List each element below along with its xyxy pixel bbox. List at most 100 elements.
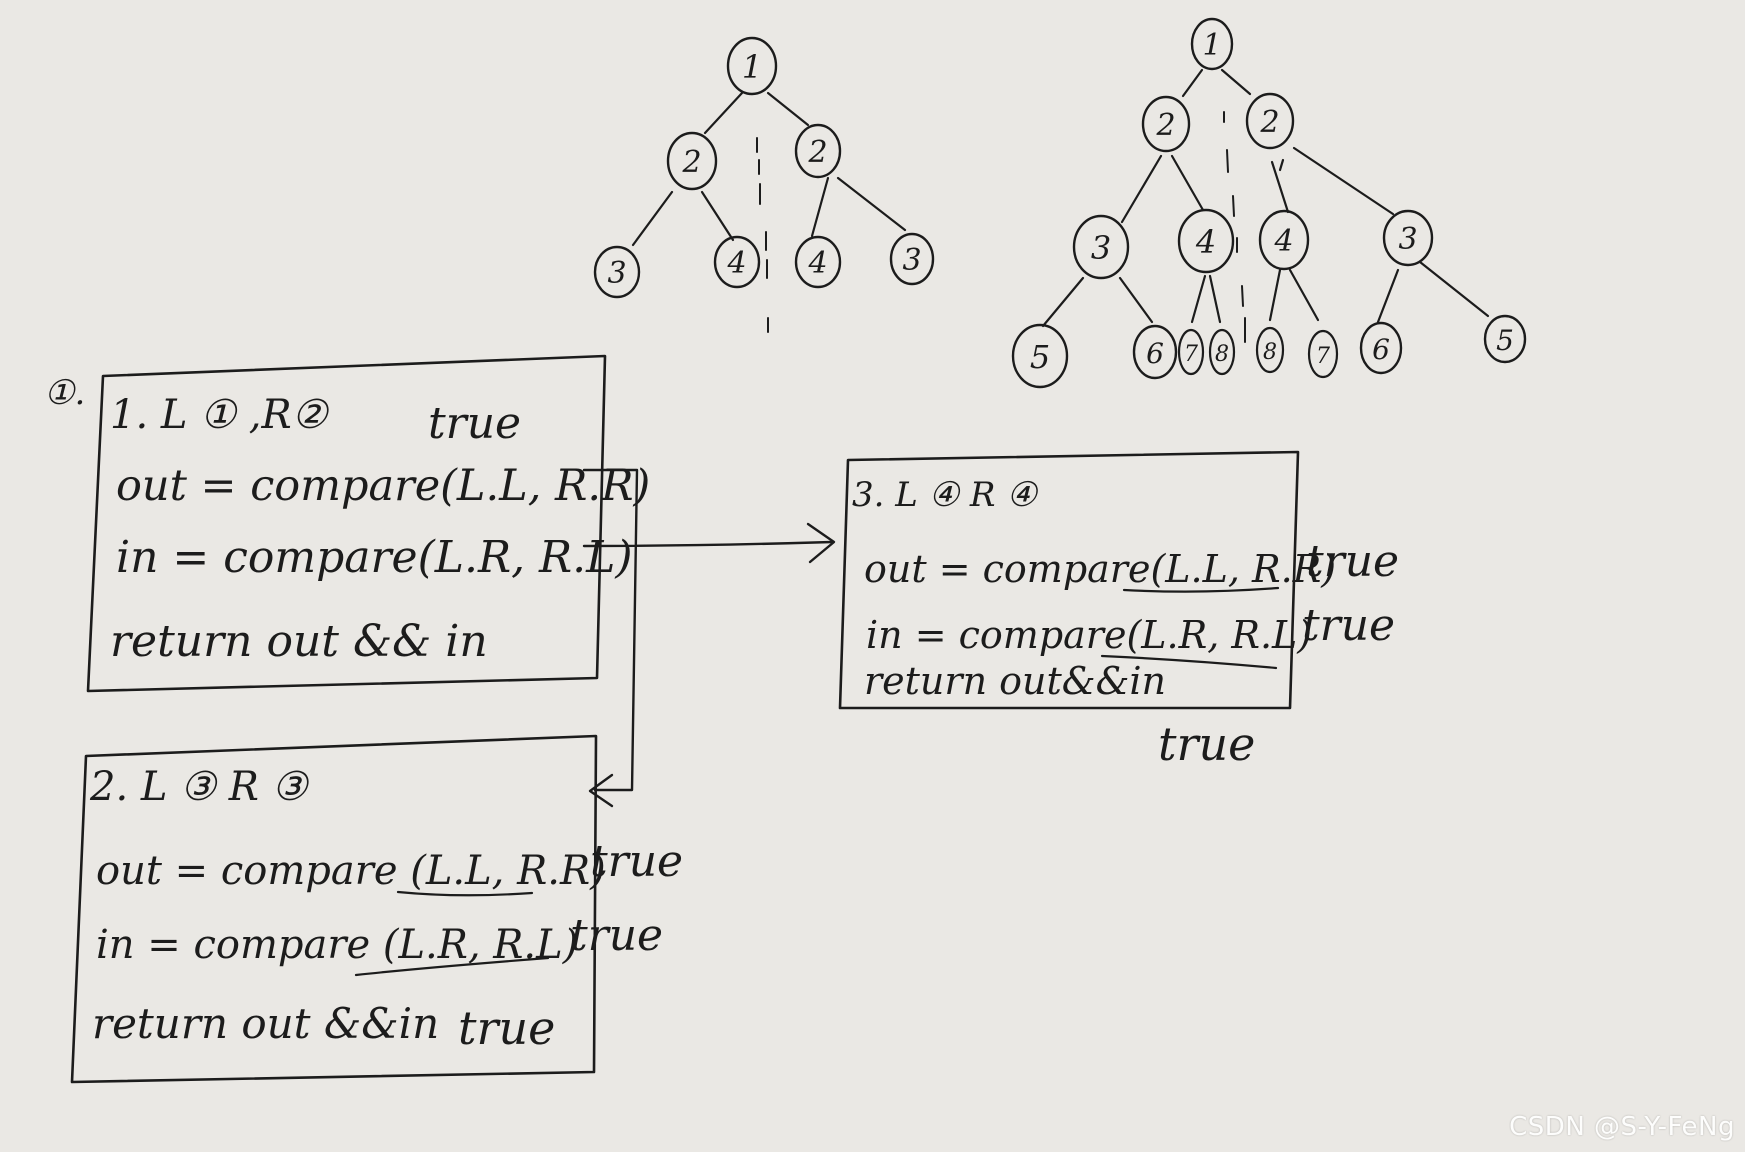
edge-1-2a <box>703 91 744 135</box>
box-3-return-line: return out&&in <box>864 659 1166 703</box>
node-label: 1 <box>742 48 762 86</box>
edge-1-2b <box>766 91 810 127</box>
node-label: 4 <box>726 246 746 281</box>
node-label: 4 <box>807 246 827 281</box>
right-tree: 1 2 2 3 4 4 3 <box>1011 17 1527 389</box>
left-tree-nodes: 1 2 2 3 4 4 3 <box>593 36 935 299</box>
box-2-return-result: true <box>458 1001 555 1055</box>
node-label: 8 <box>1263 340 1277 365</box>
arrow-box1-to-box2 <box>582 468 639 792</box>
edge-2b-3 <box>836 176 907 232</box>
box-3-underlines <box>1100 586 1280 670</box>
csdn-watermark: CSDN @S-Y-FeNg <box>1509 1112 1735 1142</box>
box-1: 1. L ① ,R② true out = compare(L.L, R.R) … <box>86 354 650 693</box>
box-2: 2. L ③ R ③ out = compare (L.L, R.R) true… <box>70 734 683 1084</box>
edge <box>1208 274 1222 324</box>
left-tree-axis <box>756 137 769 333</box>
box-1-true-note: true <box>428 398 521 449</box>
box-1-in-line: in = compare(L.R, R.L) <box>116 532 633 583</box>
edge <box>1268 268 1282 322</box>
box-2-header: 2. L ③ R ③ <box>89 764 310 810</box>
tree-node: 5 <box>1011 323 1069 389</box>
edge-2a-3 <box>631 190 674 247</box>
box-3-out-result: true <box>1306 536 1399 587</box>
tree-node: 4 <box>1258 209 1310 271</box>
node-label: 7 <box>1184 342 1198 367</box>
node-label: 3 <box>607 256 626 291</box>
node-label: 5 <box>1496 324 1514 357</box>
node-label: 4 <box>1195 223 1216 261</box>
edge <box>1220 68 1252 96</box>
right-tree-edges <box>1041 68 1490 328</box>
box-2-underlines <box>354 890 550 977</box>
tree-node: 2 <box>794 123 842 179</box>
node-label: 4 <box>1273 224 1293 259</box>
edge <box>1418 260 1490 318</box>
box-3-frame <box>838 450 1300 710</box>
edge <box>1376 268 1400 324</box>
tree-node: 3 <box>889 232 935 286</box>
tree-node: 4 <box>713 235 761 289</box>
arrow-box1-to-box3 <box>582 540 834 548</box>
box-1-header: 1. L ① ,R② <box>110 392 330 438</box>
node-label: 2 <box>681 145 701 180</box>
box-2-in-line: in = compare (L.R, R.L) <box>96 922 578 968</box>
tree-node: 4 <box>794 235 842 289</box>
box-1-out-line: out = compare(L.L, R.R) <box>116 461 650 511</box>
node-label: 7 <box>1316 344 1330 369</box>
box-3-in-line: in = compare(L.R, R.L) <box>866 613 1312 657</box>
edge <box>1170 154 1205 212</box>
tree-node: 7 <box>1177 328 1205 376</box>
node-label: 2 <box>807 135 827 170</box>
edge-2b-4 <box>810 176 830 238</box>
left-tree: 1 2 2 3 4 4 3 <box>593 36 935 333</box>
tree-node: 2 <box>1141 95 1191 153</box>
node-label: 8 <box>1215 342 1229 367</box>
section-mark: ①. <box>44 373 85 413</box>
right-tree-nodes: 1 2 2 3 4 4 3 <box>1011 17 1527 389</box>
tree-node: 3 <box>1382 209 1434 267</box>
node-label: 3 <box>902 243 921 278</box>
tree-node: 4 <box>1177 208 1235 274</box>
box-2-return-line: return out &&in <box>92 999 439 1048</box>
tree-node: 3 <box>593 245 641 299</box>
box-3-in-result: true <box>1302 600 1395 651</box>
tree-node: 6 <box>1359 321 1403 375</box>
arrow-head-box2 <box>588 773 614 808</box>
node-label: 3 <box>1398 222 1417 257</box>
tree-node: 8 <box>1255 326 1285 374</box>
tree-node: 6 <box>1132 324 1178 380</box>
tree-node: 2 <box>1245 92 1295 150</box>
edge <box>1288 268 1320 322</box>
box-2-in-result: true <box>570 910 663 961</box>
box-2-frame <box>70 734 598 1084</box>
edge <box>1118 276 1154 324</box>
edge-2a-4 <box>700 190 735 242</box>
node-label: 3 <box>1091 229 1111 267</box>
box-3-header: 3. L ④ R ④ <box>852 475 1038 515</box>
edge <box>1041 276 1085 328</box>
tree-node: 1 <box>726 36 778 96</box>
box-2-out-line: out = compare (L.L, R.R) <box>96 848 606 894</box>
edge <box>1190 274 1207 324</box>
edge <box>1278 158 1285 172</box>
tree-node: 3 <box>1072 214 1130 280</box>
tree-node: 8 <box>1208 328 1236 376</box>
edge <box>1292 146 1395 216</box>
tree-node: 5 <box>1483 314 1527 364</box>
node-label: 2 <box>1155 108 1175 143</box>
box-3-out-line: out = compare(L.L, R.R) <box>864 547 1336 591</box>
box-3: 3. L ④ R ④ out = compare(L.L, R.R) true … <box>838 450 1399 771</box>
tree-node: 7 <box>1307 329 1339 379</box>
node-label: 6 <box>1146 337 1164 370</box>
node-label: 5 <box>1030 338 1050 376</box>
connector-arrows <box>582 468 836 808</box>
node-label: 2 <box>1259 105 1279 140</box>
box-2-out-result: true <box>590 836 683 887</box>
arrow-head-box3 <box>806 522 836 564</box>
box-1-frame <box>86 354 607 693</box>
box-1-return-line: return out && in <box>110 616 488 667</box>
box-3-below-result: true <box>1158 717 1255 771</box>
